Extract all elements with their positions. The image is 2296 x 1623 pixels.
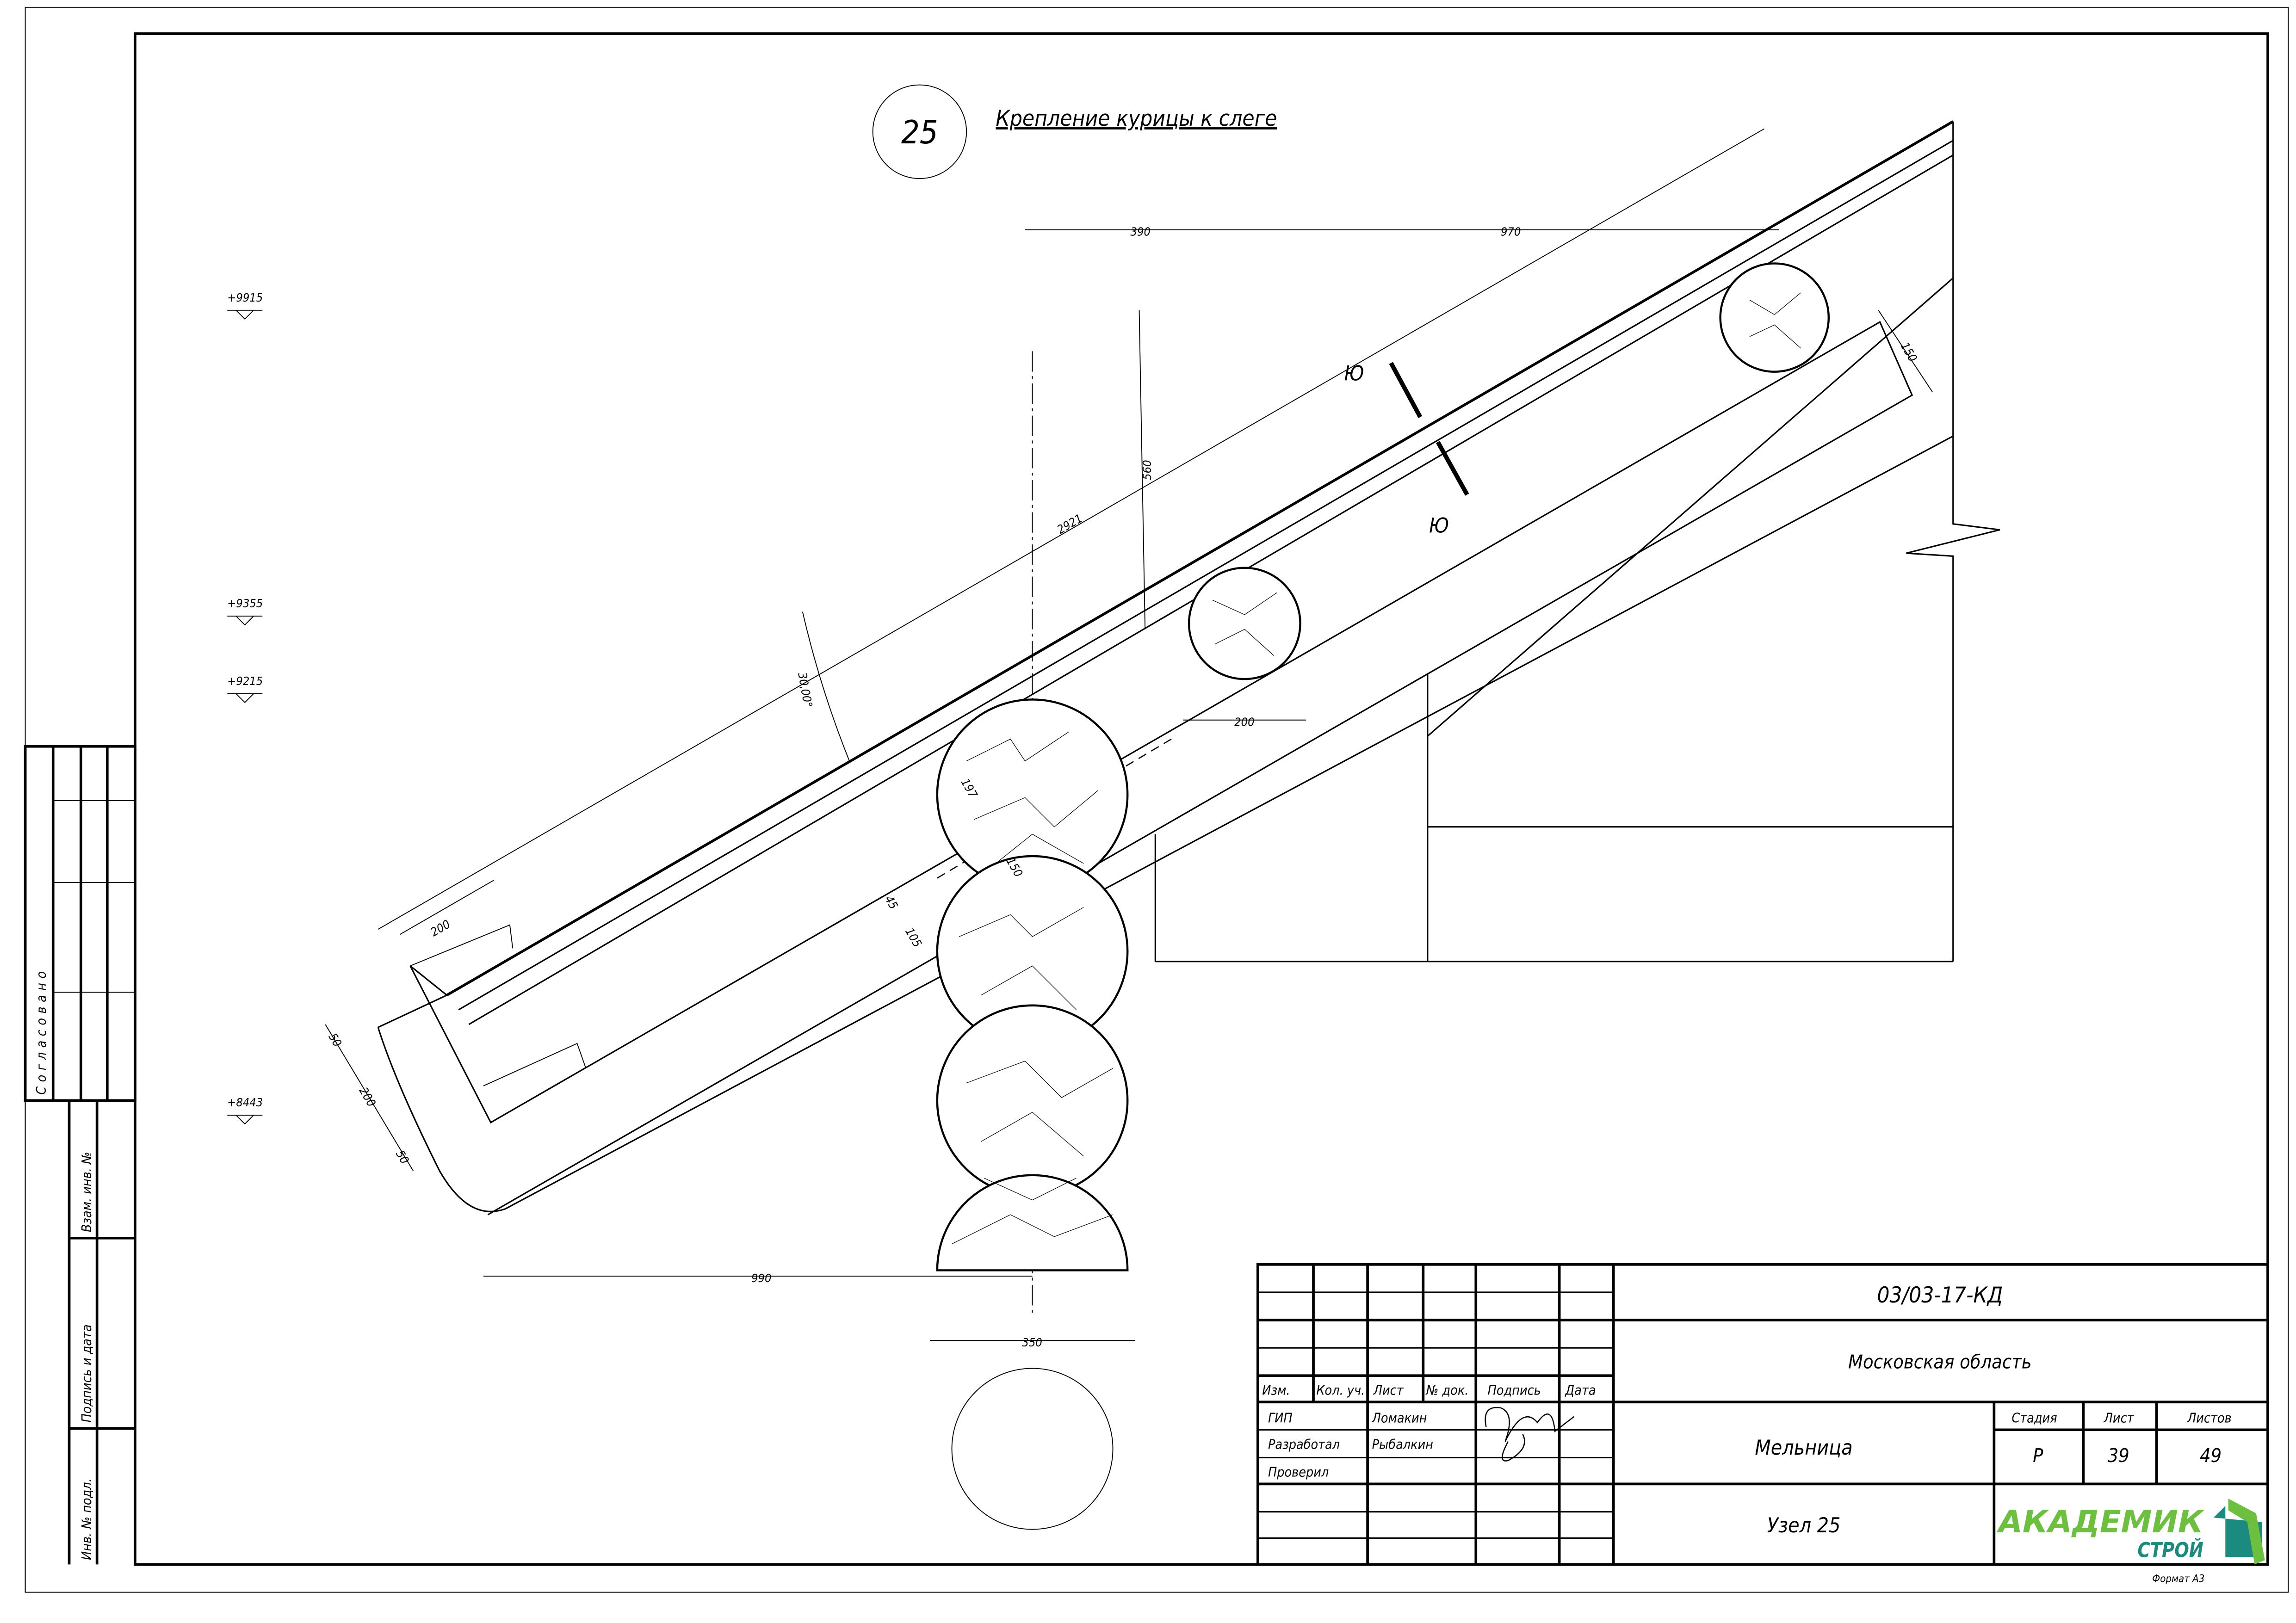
node-number: 25 (901, 114, 938, 151)
svg-text:560: 560 (1140, 460, 1154, 480)
inner-frame (134, 32, 2269, 1566)
object-name: Мельница (1755, 1436, 1852, 1460)
node-title: Крепление курицы к слеге (996, 106, 1277, 131)
svg-text:Рыбалкин: Рыбалкин (1372, 1437, 1433, 1452)
svg-text:105: 105 (903, 926, 924, 950)
svg-text:Изм.: Изм. (1262, 1382, 1290, 1398)
svg-text:200: 200 (428, 917, 452, 939)
region: Московская область (1848, 1351, 2032, 1373)
sign-date-label: Подпись и дата (79, 1324, 94, 1422)
svg-text:390: 390 (1131, 225, 1151, 238)
svg-text:2921: 2921 (1055, 512, 1085, 537)
sheets-total: 49 (2200, 1444, 2222, 1467)
doc-code: 03/03-17-КД (1877, 1283, 2003, 1308)
svg-text:АКАДЕМИК: АКАДЕМИК (1996, 1504, 2205, 1540)
svg-text:Кол. уч.: Кол. уч. (1316, 1382, 1365, 1398)
sheet-name: Узел 25 (1767, 1514, 1841, 1537)
svg-text:200: 200 (357, 1085, 378, 1109)
svg-text:Лист: Лист (1373, 1382, 1404, 1398)
svg-text:Ломакин: Ломакин (1372, 1411, 1427, 1426)
company-logo: АКАДЕМИК СТРОЙ (1996, 1499, 2265, 1565)
svg-text:30,00°: 30,00° (795, 671, 815, 708)
svg-text:+9915: +9915 (227, 291, 263, 304)
section-marks: Ю Ю (1344, 362, 1469, 538)
inv-orig-label: Инв. № подл. (79, 1478, 94, 1560)
svg-text:150: 150 (1898, 340, 1920, 364)
svg-text:ГИП: ГИП (1268, 1411, 1293, 1426)
svg-text:+9355: +9355 (227, 597, 263, 610)
svg-text:Проверил: Проверил (1268, 1465, 1329, 1480)
svg-text:№ док.: № док. (1425, 1382, 1469, 1398)
agreed-label: Согласовано (34, 967, 49, 1094)
dimension-lines (325, 128, 1933, 1341)
svg-text:50: 50 (326, 1031, 344, 1049)
svg-text:Разработал: Разработал (1268, 1437, 1340, 1452)
svg-text:Лист: Лист (2104, 1411, 2135, 1426)
agreement-stamp: Согласовано Взам. инв. № Подпись и дата … (24, 745, 136, 1592)
svg-text:970: 970 (1501, 225, 1521, 238)
inv-replace-label: Взам. инв. № (79, 1152, 94, 1232)
title-block: 03/03-17-КД Московская область Мельница … (1256, 1263, 2269, 1585)
svg-text:350: 350 (1022, 1336, 1042, 1349)
signature (1485, 1407, 1575, 1462)
node-number-circle (872, 84, 967, 179)
svg-text:СТРОЙ: СТРОЙ (2137, 1538, 2203, 1562)
svg-text:990: 990 (751, 1271, 771, 1285)
svg-text:+8443: +8443 (227, 1096, 263, 1109)
svg-text:+9215: +9215 (227, 674, 263, 688)
svg-text:Ю: Ю (1429, 514, 1449, 538)
elevation-marks: +9915 +9355 +9215 +8443 (227, 291, 263, 1125)
sheet-number: 39 (2108, 1444, 2129, 1467)
format-label: Формат А3 (2152, 1573, 2204, 1585)
svg-text:Дата: Дата (1565, 1382, 1596, 1398)
logs (936, 262, 1830, 1530)
stage: Р (2033, 1444, 2043, 1467)
svg-text:Стадия: Стадия (2011, 1411, 2057, 1426)
svg-text:Листов: Листов (2187, 1411, 2232, 1426)
svg-text:Подпись: Подпись (1488, 1382, 1541, 1398)
svg-text:200: 200 (1234, 715, 1254, 728)
